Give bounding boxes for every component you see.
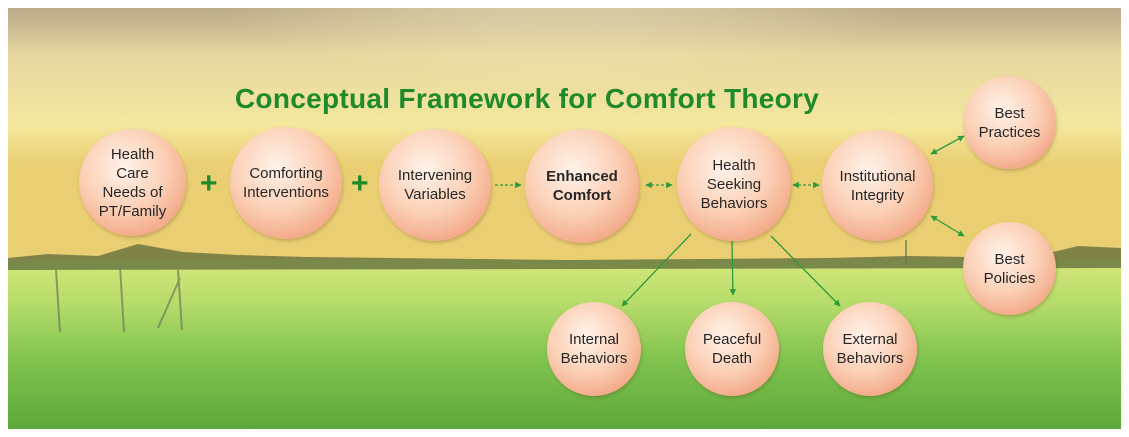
node-internal-behaviors: Internal Behaviors [547, 302, 641, 396]
connector-layer [495, 135, 965, 307]
node-best-practices: Best Practices [963, 76, 1056, 169]
node-peaceful-death: Peaceful Death [685, 302, 779, 396]
diagram-canvas: Conceptual Framework for Comfort Theory … [8, 8, 1121, 429]
plus-sign-1: + [200, 167, 218, 200]
arrow-seeking-to-external [770, 235, 841, 307]
node-comforting-interventions: Comforting Interventions [230, 127, 342, 239]
arrow-integrity-to-policies [930, 215, 965, 237]
diagram-title: Conceptual Framework for Comfort Theory [234, 83, 820, 114]
node-health-seeking-behaviors: Health Seeking Behaviors [677, 127, 791, 241]
plus-sign-2: + [351, 167, 369, 200]
node-enhanced-comfort: Enhanced Comfort [525, 129, 639, 243]
arrow-seeking-to-peaceful [729, 240, 737, 296]
node-institutional-integrity: Institutional Integrity [822, 130, 933, 241]
arrow-seeking-to-internal [621, 233, 692, 307]
arrow-integrity-to-practices [930, 135, 965, 155]
node-external-behaviors: External Behaviors [823, 302, 917, 396]
node-health-care-needs: Health Care Needs of PT/Family [79, 129, 186, 236]
node-best-policies: Best Policies [963, 222, 1056, 315]
node-intervening-variables: Intervening Variables [379, 129, 491, 241]
